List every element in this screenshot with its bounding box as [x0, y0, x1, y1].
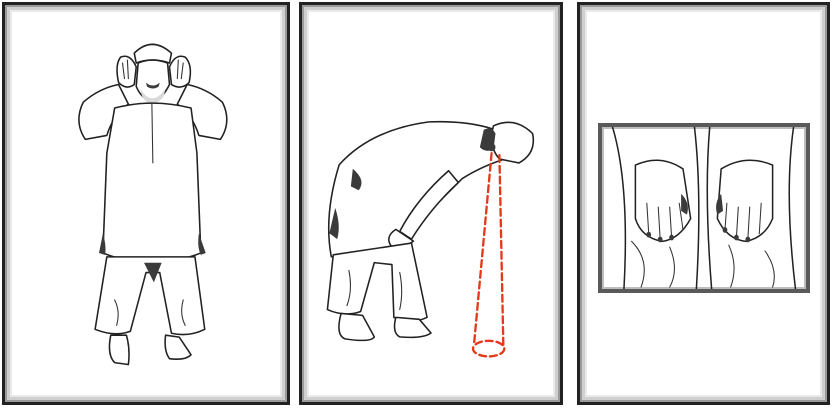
left-hand [117, 56, 136, 87]
head [136, 60, 169, 101]
trousers [327, 243, 427, 321]
left-foot [109, 335, 129, 364]
left-foot [339, 313, 374, 340]
right-foot [165, 335, 191, 359]
gaze-line-left [474, 153, 492, 345]
panel-bowing [299, 2, 563, 405]
panel-hands-on-knees [577, 2, 830, 405]
hands-on-knees-figure [602, 127, 806, 289]
hands-detail-frame [598, 123, 810, 293]
gaze-target-ellipse [473, 341, 504, 357]
bowing-figure [302, 5, 560, 402]
gaze-line-right [499, 155, 503, 345]
right-foot [395, 317, 431, 337]
panel-standing [2, 2, 290, 405]
standing-takbir-figure [5, 5, 287, 402]
right-hand [170, 56, 191, 87]
head [492, 122, 534, 163]
